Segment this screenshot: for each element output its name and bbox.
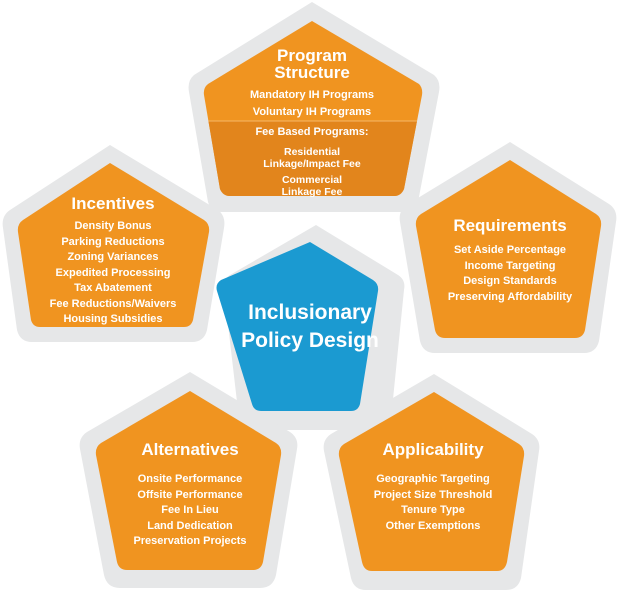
fee-commercial-line2: Linkage Fee [281,185,343,198]
alternatives-item: Land Dedication [147,519,233,532]
center-title-line1: Inclusionary [248,301,372,324]
requirements-item: Design Standards [463,275,557,287]
alternatives-item: Offsite Performance [137,488,243,501]
program-structure-block: Program Structure Mandatory IH Programs … [212,47,412,121]
fee-based-block: Fee Based Programs: Residential Linkage/… [212,125,412,198]
requirements-item: Set Aside Percentage [453,244,567,256]
alternatives-item: Onsite Performance [137,473,243,485]
incentives-item: Housing Subsidies [63,313,163,325]
incentives-item: Tax Abatement [74,282,152,294]
alternatives-item: Fee In Lieu [161,504,219,516]
fee-commercial-line1: Commercial [281,173,343,186]
fee-based-header: Fee Based Programs: [255,126,369,138]
center-pentagon [216,242,379,411]
incentives-item: Parking Reductions [61,235,165,248]
program-structure-title-line1: Program [277,46,347,65]
center-title-line2: Policy Design [241,329,379,352]
program-structure-title-line2: Structure [274,63,350,82]
applicability-item: Project Size Threshold [373,488,493,501]
requirements-item: Income Targeting [464,259,556,272]
alternatives-pentagon [95,391,282,570]
incentives-title: Incentives [71,194,155,213]
alternatives-block: Alternatives Onsite Performance Offsite … [98,441,282,550]
incentives-item: Density Bonus [74,220,152,232]
fee-residential-line2: Linkage/Impact Fee [263,157,361,170]
fee-based-band [203,121,423,196]
center-block: Inclusionary Policy Design [220,299,400,355]
alternatives-item: Preservation Projects [133,535,247,547]
requirements-title: Requirements [453,216,567,235]
requirements-pentagon [415,160,602,338]
requirements-block: Requirements Set Aside Percentage Income… [418,217,602,305]
applicability-item: Geographic Targeting [376,473,490,485]
applicability-title: Applicability [382,440,484,459]
program-structure-item: Mandatory IH Programs [249,89,375,101]
incentives-item: Expedited Processing [55,266,171,279]
incentives-block: Incentives Density Bonus Parking Reducti… [20,195,206,328]
applicability-block: Applicability Geographic Targeting Proje… [341,441,525,534]
applicability-pentagon [338,392,525,571]
applicability-item: Tenure Type [401,504,465,516]
incentives-pentagon [17,163,210,327]
alternatives-title: Alternatives [141,440,239,459]
applicability-item: Other Exemptions [385,519,481,532]
requirements-item: Preserving Affordability [447,290,573,303]
program-structure-item: Voluntary IH Programs [252,106,372,118]
incentives-item: Fee Reductions/Waivers [49,297,177,310]
fee-residential-line1: Residential [283,145,341,158]
incentives-item: Zoning Variances [67,251,159,263]
